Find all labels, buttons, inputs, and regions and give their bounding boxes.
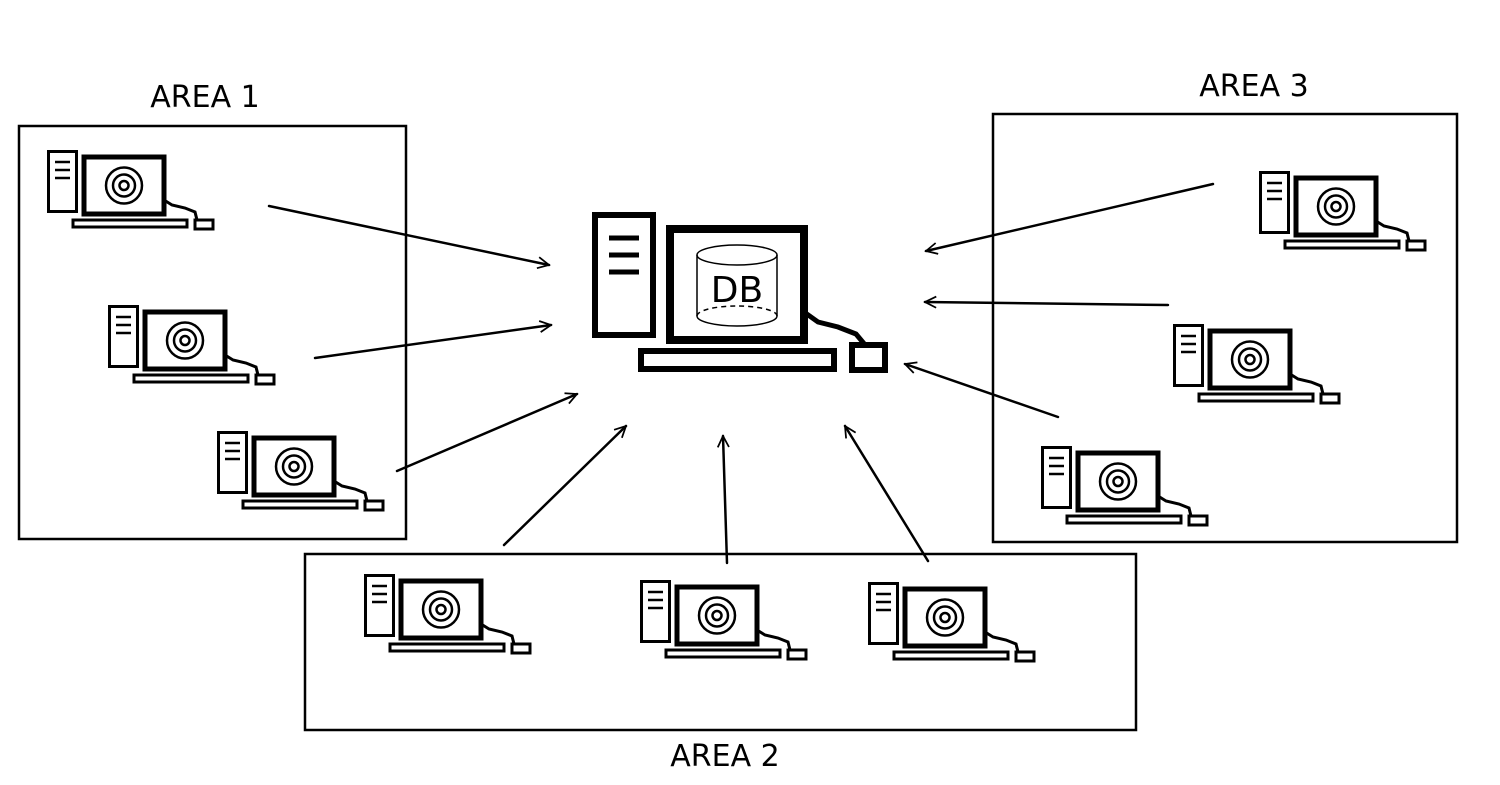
area-2-label: AREA 2: [670, 739, 779, 774]
arrow-area2-pc2: [723, 436, 727, 565]
computer-icon: [1043, 448, 1208, 526]
area-1: AREA 1: [17, 80, 408, 541]
computer-icon: [219, 433, 384, 511]
arrow-area3-pc3: [905, 364, 1060, 419]
computer-icon: [366, 576, 531, 654]
computer-icon: [110, 307, 275, 385]
area-3: AREA 3: [991, 69, 1459, 544]
area-3-box: [991, 112, 1459, 544]
arrow-area1-pc1: [267, 204, 549, 265]
arrow-area3-pc2: [925, 302, 1170, 305]
arrow-area3-pc1: [926, 182, 1215, 251]
arrow-area2-pc3: [843, 426, 930, 563]
area-1-box: [17, 124, 408, 541]
computer-icon: [49, 152, 214, 230]
arrow-area1-pc3: [395, 394, 577, 473]
computer-with-database-icon: DB: [592, 212, 888, 373]
computer-icon: [870, 584, 1035, 662]
computer-icon: [642, 582, 807, 660]
db-label: DB: [711, 270, 763, 311]
connection-arrows: [267, 182, 1215, 565]
computer-icon: [1261, 173, 1426, 251]
computer-icon: [1175, 326, 1340, 404]
area-2: AREA 2: [303, 552, 1138, 774]
area-1-label: AREA 1: [150, 80, 259, 115]
area-2-box: [303, 552, 1138, 732]
arrow-area2-pc1: [502, 426, 626, 547]
arrow-area1-pc2: [313, 325, 551, 360]
area-3-label: AREA 3: [1199, 69, 1308, 104]
database-icon: DB: [696, 244, 778, 327]
